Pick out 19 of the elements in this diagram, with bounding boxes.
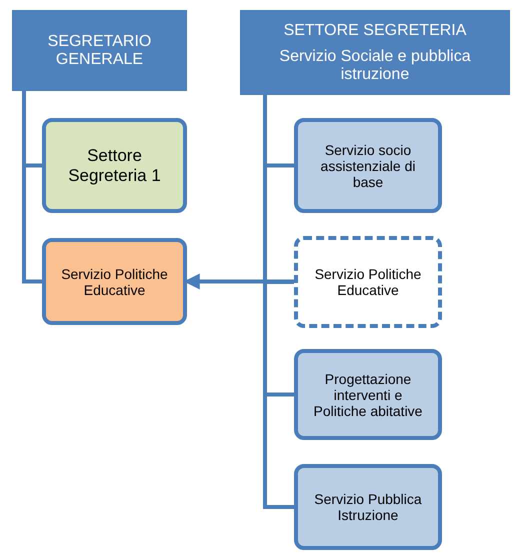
header-box	[12, 10, 187, 91]
header-box	[240, 10, 510, 95]
box-title: Servizio Pubblica Istruzione	[313, 491, 423, 523]
connector-line	[22, 91, 42, 284]
unit-box	[42, 238, 187, 325]
connector-line	[263, 95, 294, 509]
unit-box	[294, 236, 442, 328]
box-title: Servizio Politiche Educative	[314, 266, 422, 298]
box-title: Servizio Politiche Educative	[60, 266, 169, 298]
box-title: Progettazione interventi e Politiche abitative	[312, 370, 424, 418]
box-title: Settore Segreteria 1	[67, 146, 162, 186]
box-subtitle: Servizio Sociale e pubblica istruzione	[278, 48, 472, 84]
unit-box	[294, 464, 442, 550]
box-title: SETTORE SEGRETERIA	[284, 22, 466, 40]
box-title: SEGRETARIO GENERALE	[46, 32, 152, 68]
unit-box	[294, 349, 442, 440]
unit-box	[42, 118, 187, 213]
unit-box	[294, 118, 442, 213]
box-title: Servizio socio assistenziale di base	[320, 142, 416, 190]
